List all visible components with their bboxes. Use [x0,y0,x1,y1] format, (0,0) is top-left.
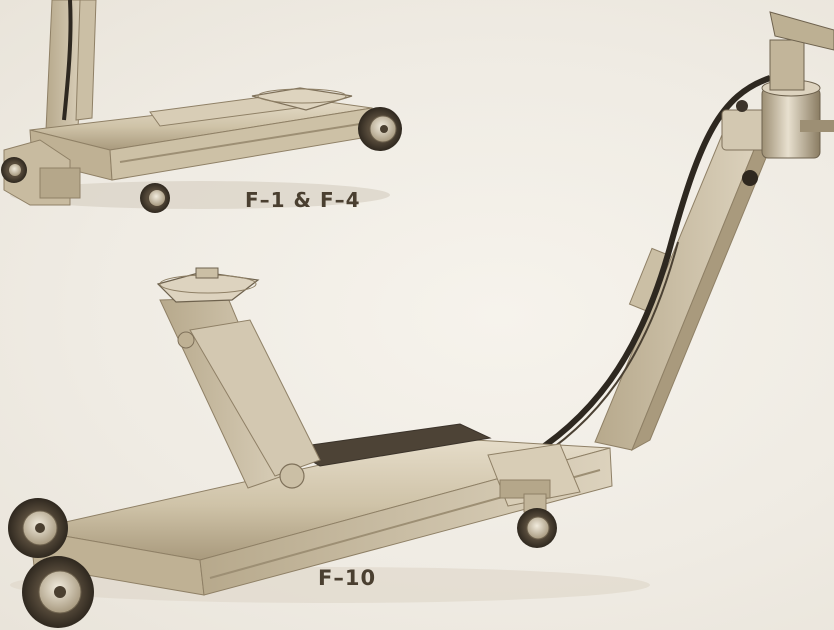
large-floor-jack [8,11,834,628]
caption-small-jack: F–1 & F–4 [245,188,361,212]
small-floor-jack [1,0,402,213]
caption-large-jack: F–10 [318,566,377,590]
